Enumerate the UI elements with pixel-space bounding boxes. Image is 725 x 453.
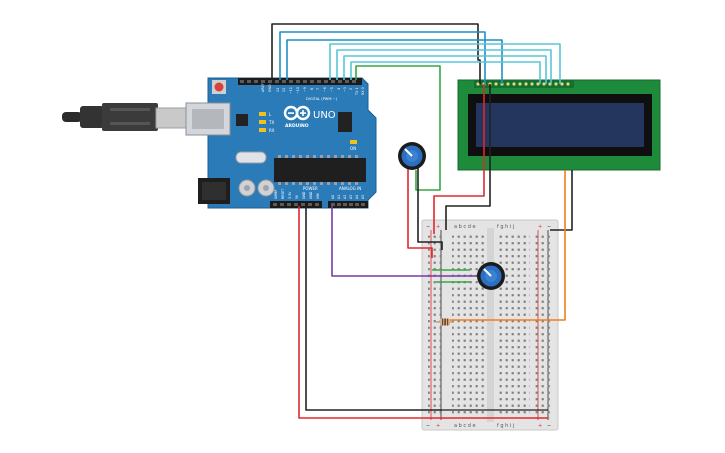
usb-chip (236, 114, 248, 126)
wire-teal[interactable] (329, 43, 561, 84)
wire-black[interactable] (305, 206, 442, 411)
pin-label: ~6 (323, 87, 327, 92)
wire-teal[interactable] (343, 55, 547, 84)
pin-label: IOREF (274, 189, 278, 199)
wire-teal[interactable] (336, 49, 552, 84)
pin-label: 8 (310, 88, 314, 90)
wire-red[interactable] (407, 160, 433, 258)
pin-label: GND (302, 191, 306, 199)
column-labels: f g h i j (497, 224, 514, 230)
potentiometer-icon[interactable] (477, 262, 505, 290)
pin-label: ~9 (303, 87, 307, 92)
pin-label: RESET (281, 189, 285, 199)
atmega-chip (274, 158, 366, 182)
pin-label: GND (309, 191, 313, 199)
pin-label: RX 0 (361, 87, 365, 95)
pin-label: 3.3V (288, 191, 292, 199)
wire-black[interactable] (417, 168, 443, 250)
pin-label: ~5 (330, 87, 334, 92)
led-rx (259, 128, 266, 132)
pin-label: 7 (316, 88, 320, 90)
on-label: ON (350, 146, 356, 151)
rail-minus-label: − (426, 224, 430, 230)
tx-label: TX (268, 120, 274, 125)
pin-label: ~10 (296, 87, 300, 94)
lcd-16x2-display (457, 79, 661, 171)
column-labels: f g h i j (497, 423, 514, 429)
pin-label: A2 (343, 195, 347, 199)
pin-label: 4 (337, 88, 341, 90)
rail-minus-label: − (547, 423, 551, 429)
analog-header (328, 201, 368, 208)
rail-minus-label: − (426, 423, 430, 429)
pin-label: A5 (361, 195, 365, 199)
resistor-icon[interactable] (436, 318, 454, 326)
board-model-text: UNO (313, 110, 336, 121)
crystal (235, 151, 267, 164)
arduino-uno-board: L TX RX ON ARDUINO UNO AREF GND 13 12 ~1… (185, 77, 377, 209)
pin-label: 12 (282, 88, 286, 92)
wires (271, 23, 573, 419)
pin-label: 13 (276, 88, 280, 92)
column-labels: a b c d e (454, 423, 476, 429)
pin-label: A0 (331, 195, 335, 199)
rail-plus-label: + (436, 224, 440, 230)
pin-label: A1 (337, 195, 341, 199)
pin-label: 5V (295, 194, 299, 199)
led-on (350, 140, 357, 144)
led-l (259, 112, 266, 116)
wire-blue[interactable] (279, 31, 486, 84)
lcd-screen (476, 103, 644, 147)
power-label: POWER (303, 186, 318, 191)
breadboard: − + a b c d e f g h i j + − − + a b c d … (421, 219, 559, 431)
analog-label: ANALOG IN (339, 186, 361, 191)
pin-label: ~3 (343, 87, 347, 92)
pin-label: GND (268, 84, 272, 92)
wire-purple[interactable] (331, 206, 478, 277)
arduino-logo-icon (283, 105, 311, 121)
pin-label: AREF (261, 83, 265, 92)
small-chip (338, 112, 352, 132)
arduino-logo-text: ARDUINO (285, 123, 309, 129)
pin-label: A3 (349, 195, 353, 199)
wire-black[interactable] (445, 84, 491, 230)
breadboard-rail-left (428, 232, 444, 418)
wire-red[interactable] (298, 206, 548, 419)
rail-minus-label: − (547, 224, 551, 230)
wire-red[interactable] (433, 84, 485, 234)
rail-plus-label: + (538, 423, 542, 429)
rail-plus-label: + (538, 224, 542, 230)
column-labels: a b c d e (454, 224, 476, 230)
wire-black[interactable] (550, 170, 573, 231)
pin-label: A4 (355, 195, 359, 199)
lcd-pin-strip (474, 80, 574, 88)
pin-label: VIN (316, 193, 320, 199)
breadboard-rail-right (535, 232, 551, 418)
led-tx (259, 120, 266, 124)
rail-plus-label: + (436, 423, 440, 429)
pin-label: TX 1 (355, 88, 359, 96)
wire-green[interactable] (355, 65, 441, 191)
breadboard-holes-right (496, 232, 530, 418)
digital-label: DIGITAL (PWM ~) (306, 97, 338, 101)
wire-black[interactable] (271, 23, 481, 84)
l-label: L (269, 112, 272, 117)
pin-label: 2 (349, 88, 353, 90)
breadboard-holes-left (452, 232, 486, 418)
rx-label: RX (269, 128, 275, 133)
potentiometer-icon[interactable] (398, 142, 426, 170)
wire-teal[interactable] (350, 61, 541, 84)
pin-label: ~11 (289, 87, 293, 94)
wire-orange[interactable] (450, 170, 566, 321)
